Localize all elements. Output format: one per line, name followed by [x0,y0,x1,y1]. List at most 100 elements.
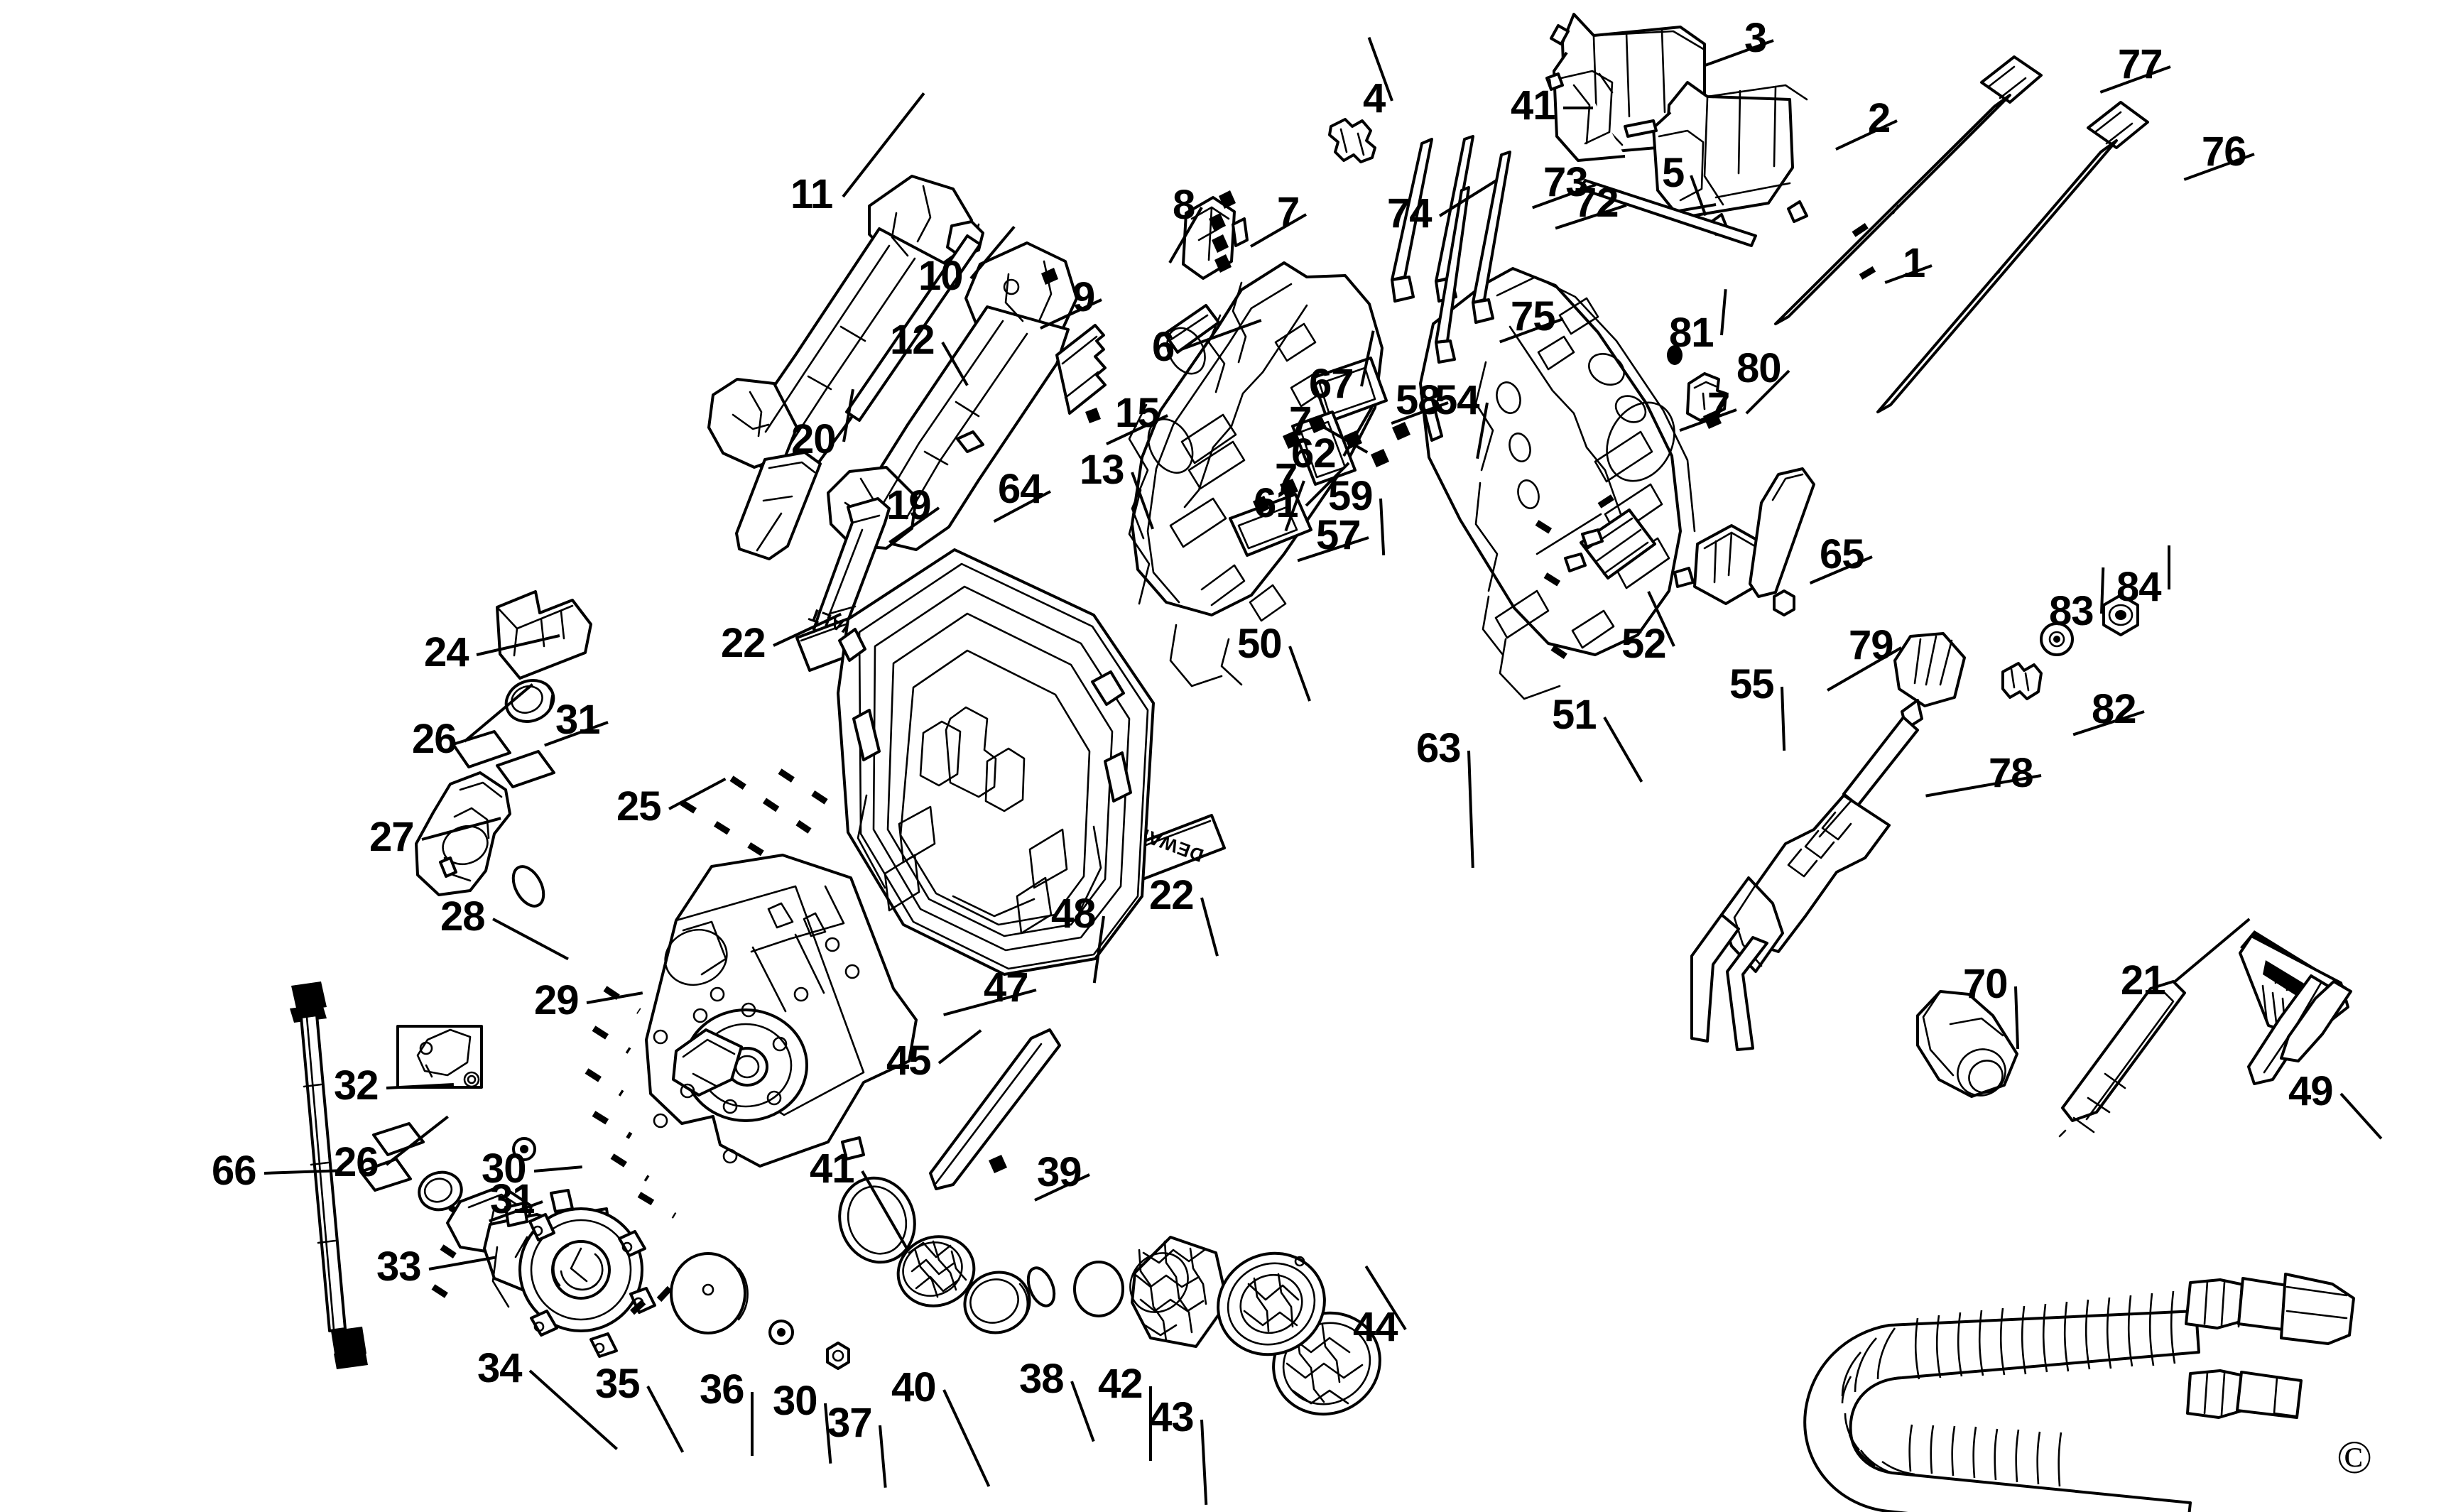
leader-line-41 [1563,107,1593,109]
callout-number-27: 27 [369,814,415,860]
callout-number-26: 26 [334,1139,379,1185]
part-20-grip-sleeve [735,451,822,560]
callout-number-25: 25 [616,783,662,830]
callout-number-39: 39 [1037,1149,1082,1195]
callout-number-33: 33 [376,1244,422,1290]
part-4-cluster [1328,118,1376,163]
part-79-grommet [1773,589,1795,616]
alignment-dashes-51 [1535,487,1626,665]
leader-line-36 [751,1392,754,1456]
callout-number-50: 50 [1237,621,1283,667]
part-27-elbow [415,771,511,896]
part-80-bracket [1686,372,1727,422]
part-40-mesh-cap [896,1235,976,1307]
callout-number-36: 36 [700,1366,745,1413]
callout-number-29: 29 [534,977,580,1023]
part-37-nut [826,1342,850,1370]
callout-number-62: 62 [1291,430,1337,477]
part-39-pin [989,1155,1007,1173]
callout-number-64: 64 [998,466,1043,512]
alignment-dashes-29 [585,986,677,1219]
part-65-lever [1749,467,1815,598]
callout-number-38: 38 [1019,1356,1065,1402]
callout-number-55: 55 [1729,661,1775,707]
part-77-rod [1774,55,2043,325]
callout-number-28: 28 [440,893,486,940]
part-45-base-plate [645,854,918,1168]
callout-number-49: 49 [2288,1068,2334,1114]
part-36-disc [670,1252,749,1334]
callout-number-42: 42 [1098,1361,1143,1407]
part-44-filter-collar [1217,1251,1381,1416]
part-24-block [496,590,592,680]
part-74-rod [1391,138,1433,303]
callout-number-82: 82 [2092,686,2137,732]
callout-number-51: 51 [1552,692,1597,738]
callout-number-80: 80 [1736,345,1782,391]
part-21-crevice-tool [2058,980,2186,1138]
part-61-detail [1253,496,1270,514]
part-3-filter-cartridge [1550,13,1706,162]
callout-number-70: 70 [1963,961,2009,1007]
part-72-rod [1472,151,1511,324]
part-38-seal [1026,1266,1056,1307]
callout-number-7: 7 [1275,455,1298,501]
callout-number-66: 66 [212,1148,257,1194]
part-52-grille [1564,508,1656,580]
part-83-washer [2040,622,2074,656]
copyright-mark: © [2337,1432,2373,1484]
callout-number-59: 59 [1328,473,1374,519]
part-66-rail [290,981,368,1369]
part-70-adapter [1916,990,2018,1098]
part-48-container-lid [837,548,1155,976]
callout-number-61: 61 [1254,480,1299,526]
callout-number-11: 11 [790,171,833,217]
callout-number-5: 5 [1662,150,1685,196]
part-13-fastener [1085,408,1101,423]
part-42-seal [1073,1261,1124,1317]
callout-number-7: 7 [1289,398,1312,445]
callout-number-8: 8 [1173,182,1195,228]
callout-number-20: 20 [791,416,837,462]
callout-number-30: 30 [482,1146,527,1192]
callout-number-84: 84 [2116,564,2162,610]
part-40-ring [963,1271,1031,1334]
callout-number-21: 21 [2121,957,2166,1004]
part-5-thin-bar [1580,179,1757,247]
part-30-washer-upper [512,1137,536,1161]
part-81-screw [1667,345,1683,365]
callout-number-37: 37 [827,1400,873,1446]
callout-number-83: 83 [2049,588,2094,634]
callout-number-57: 57 [1316,512,1361,558]
part-6-housing-shell-left [1128,261,1384,687]
part-7-screws-switch [1209,190,1236,273]
alignment-dashes-1 [1852,217,1884,280]
callout-number-41: 41 [1511,82,1556,129]
callout-number-35: 35 [595,1361,641,1407]
callout-number-6: 6 [1152,324,1175,370]
callout-number-19: 19 [886,482,932,528]
alignment-dashes-25 [680,768,840,864]
callout-number-22: 22 [721,620,766,666]
callout-number-45: 45 [886,1038,932,1084]
callout-number-1: 1 [1903,240,1925,286]
part-31-ring-lower [418,1170,463,1212]
callout-number-74: 74 [1387,190,1433,236]
part-28-o-ring [511,865,545,908]
callout-number-4: 4 [1363,75,1386,121]
callout-number-44: 44 [1353,1304,1398,1350]
part-12-rail-strip [845,234,982,422]
part-30-washer-lower [768,1320,794,1345]
part-49-brush-nozzle [2239,930,2352,1085]
part-32-inset-box [396,1025,483,1089]
callout-number-3: 3 [1744,15,1767,61]
callout-number-22: 22 [1149,872,1195,918]
callout-number-48: 48 [1051,891,1097,937]
part-31-ring-upper [504,679,555,723]
part-58-window [1311,357,1388,423]
callout-number-30: 30 [773,1378,818,1424]
part-41-square-plug [841,1136,865,1160]
part-75-rod [1435,186,1470,364]
part-60-hose [1803,1273,2355,1512]
callout-number-54: 54 [1435,377,1480,423]
